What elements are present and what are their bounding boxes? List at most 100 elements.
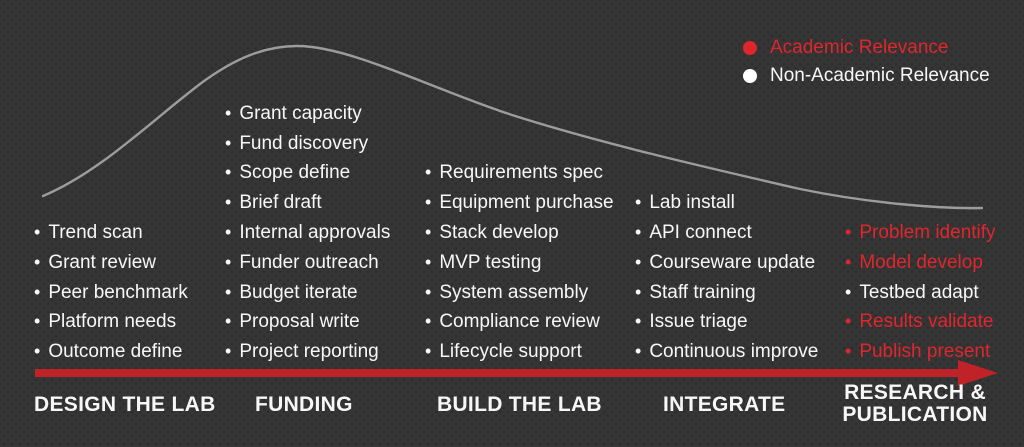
bullet-icon: • <box>635 341 642 362</box>
phase-label-line: RESEARCH & <box>844 381 986 404</box>
list-item: • Continuous improve <box>635 337 818 367</box>
list-item-label: System assembly <box>439 281 589 303</box>
bullet-icon: • <box>845 341 852 362</box>
list-item-label: Project reporting <box>239 341 379 363</box>
bullet-icon: • <box>425 192 432 213</box>
phase-list-design-the-lab: •Trend scan•Grant review•Peer benchmark•… <box>34 218 188 367</box>
bullet-icon: • <box>225 102 232 123</box>
list-item-label: Scope define <box>239 162 351 184</box>
list-item: • Publish present <box>845 337 996 367</box>
list-item-label: Staff training <box>649 281 756 303</box>
list-item-label: Funder outreach <box>239 251 379 273</box>
white-dot-icon <box>743 69 757 83</box>
list-item: • Lab install <box>635 188 818 218</box>
list-item-label: Stack develop <box>439 222 559 244</box>
list-item: • Problem identify <box>845 218 996 248</box>
bullet-icon: • <box>34 251 41 272</box>
list-item: • Courseware update <box>635 248 818 278</box>
bullet-icon: • <box>34 311 41 332</box>
bullet-icon: • <box>425 251 432 272</box>
list-item-label: Platform needs <box>48 311 177 333</box>
list-item-label: Lab install <box>649 192 735 214</box>
bullet-icon: • <box>845 251 852 272</box>
phase-list-research-publication: • Problem identify • Model develop • Testbed … <box>845 218 996 367</box>
list-item-label: Fund discovery <box>239 132 369 154</box>
list-item-label: Budget iterate <box>239 281 358 303</box>
list-item: • System assembly <box>425 278 614 308</box>
bullet-icon: • <box>425 162 432 183</box>
bullet-icon: • <box>845 222 852 243</box>
list-item: • Project reporting <box>225 337 390 367</box>
red-dot-icon <box>743 41 757 55</box>
list-item-label: Grant review <box>48 251 157 273</box>
list-item-label: API connect <box>649 222 752 244</box>
list-item-label: Testbed adapt <box>859 281 979 303</box>
phase-label-funding: FUNDING <box>255 393 353 416</box>
phase-list-funding: •Grant capacity•Fund discovery•Scope def… <box>225 99 390 367</box>
list-item: • Scope define <box>225 158 390 188</box>
list-item-label: Equipment purchase <box>439 192 614 214</box>
relevance-curve-path <box>41 44 984 210</box>
legend-item-academic: Academic Relevance <box>743 34 990 62</box>
list-item: • Platform needs <box>34 307 188 337</box>
list-item: • Peer benchmark <box>34 278 188 308</box>
phase-list-integrate: • Lab install • API connect • Courseware upda… <box>635 188 818 367</box>
bullet-icon: • <box>635 192 642 213</box>
bullet-icon: • <box>635 311 642 332</box>
list-item: •Internal approvals <box>225 218 390 248</box>
bullet-icon: • <box>425 281 432 302</box>
bullet-icon: • <box>635 251 642 272</box>
legend-label: Academic Relevance <box>770 37 949 58</box>
list-item: • Issue triage <box>635 307 818 337</box>
list-item: •Budget iterate <box>225 278 390 308</box>
list-item-label: Compliance review <box>439 311 600 333</box>
bullet-icon: • <box>225 162 232 183</box>
bullet-icon: • <box>845 311 852 332</box>
bullet-icon: • <box>225 311 232 332</box>
list-item-label: Continuous improve <box>649 341 819 363</box>
list-item-label: Peer benchmark <box>48 281 188 303</box>
legend-label: Non-Academic Relevance <box>770 65 990 86</box>
list-item: • Requirements spec <box>425 158 614 188</box>
list-item-label: Proposal write <box>239 311 360 333</box>
bullet-icon: • <box>845 281 852 302</box>
list-item: • Brief draft <box>225 188 390 218</box>
list-item: • Equipment purchase <box>425 188 614 218</box>
list-item-label: Internal approvals <box>239 222 391 244</box>
list-item-label: Courseware update <box>649 251 816 273</box>
arrow-head-icon <box>958 360 998 386</box>
phase-label-integrate: INTEGRATE <box>663 393 786 416</box>
phase-label-design-the-lab: DESIGN THE LAB <box>34 393 216 416</box>
list-item-label: Publish present <box>859 341 991 363</box>
timeline-arrow-shaft <box>35 369 960 377</box>
list-item-label: Brief draft <box>239 192 322 214</box>
list-item: • Stack develop <box>425 218 614 248</box>
bullet-icon: • <box>225 192 232 213</box>
list-item-label: Lifecycle support <box>439 341 582 363</box>
phase-label-line: PUBLICATION <box>842 403 988 426</box>
legend-item-non-academic: Non-Academic Relevance <box>743 62 990 90</box>
list-item-label: Trend scan <box>48 222 143 244</box>
list-item-label: Problem identify <box>859 222 996 244</box>
list-item-label: Results validate <box>859 311 994 333</box>
list-item: • Proposal write <box>225 307 390 337</box>
legend: Academic Relevance Non-Academic Relevanc… <box>743 34 990 90</box>
list-item: • MVP testing <box>425 248 614 278</box>
list-item: • Fund discovery <box>225 129 390 159</box>
list-item-label: MVP testing <box>439 251 542 273</box>
bullet-icon: • <box>225 132 232 153</box>
list-item-label: Model develop <box>859 251 983 273</box>
list-item-label: Requirements spec <box>439 162 604 184</box>
bullet-icon: • <box>225 341 232 362</box>
phase-label-research-publication: RESEARCH & PUBLICATION <box>836 382 994 426</box>
list-item: •Staff training <box>635 278 818 308</box>
list-item: •Trend scan <box>34 218 188 248</box>
bullet-icon: • <box>34 341 41 362</box>
bullet-icon: • <box>425 222 432 243</box>
list-item-label: Issue triage <box>649 311 748 333</box>
list-item: • Grant review <box>34 248 188 278</box>
list-item: •Outcome define <box>34 337 188 367</box>
bullet-icon: • <box>34 281 41 302</box>
